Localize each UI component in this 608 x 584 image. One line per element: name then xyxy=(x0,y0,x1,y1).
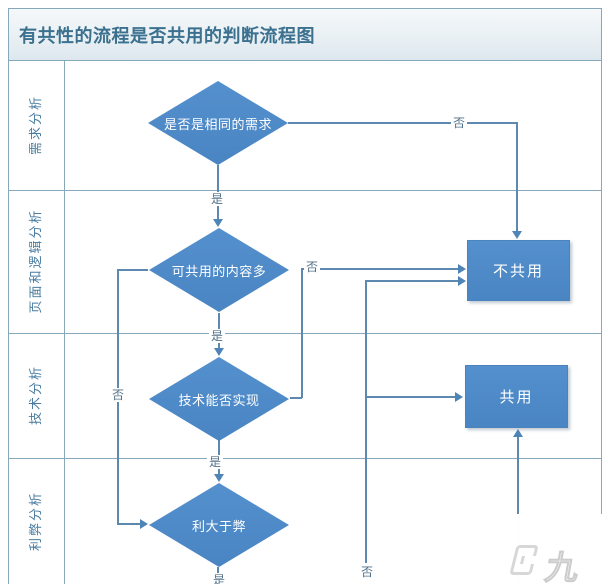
edge-label-no-2: 否 xyxy=(110,388,127,402)
arrowhead-d2-to-d3 xyxy=(214,348,224,356)
result-not-shared-label: 不共用 xyxy=(492,263,544,280)
lane-divider-1 xyxy=(8,190,602,191)
edge-label-no-1: 否 xyxy=(451,116,468,130)
connector-d4-no-horizontal xyxy=(365,280,458,282)
connector-d4-no-vertical xyxy=(365,281,367,563)
connector-d1-no-horizontal xyxy=(288,122,518,124)
edge-label-yes-3: 是 xyxy=(207,455,224,469)
arrowhead-into-notshared-top xyxy=(512,231,522,239)
decision-pros-outweigh-cons-label: 利大于弊 xyxy=(191,518,246,534)
edge-label-no-4: 否 xyxy=(359,565,376,579)
decision-shareable-content-label: 可共用的内容多 xyxy=(171,263,267,279)
lane-divider-2 xyxy=(8,333,602,334)
diagram-title: 有共性的流程是否共用的判断流程图 xyxy=(19,25,315,46)
arrowhead-into-notshared-left-2 xyxy=(458,276,466,286)
connector-d1-no-vertical xyxy=(516,122,518,231)
lane-label-page-logic-analysis: 页面和逻辑分析 xyxy=(28,208,43,314)
lane-label-separator xyxy=(64,61,65,584)
lane-label-pros-cons-analysis: 利弊分析 xyxy=(28,491,43,552)
arrowhead-d3-to-d4 xyxy=(214,474,224,482)
title-bar: 有共性的流程是否共用的判断流程图 xyxy=(8,8,602,61)
arrowhead-into-shared-left xyxy=(455,392,463,402)
arrowhead-d1-to-d2 xyxy=(213,219,223,227)
connector-d3-no-stub xyxy=(290,397,302,399)
connector-into-shared-left xyxy=(365,396,455,398)
decision-same-requirement-label: 是否是相同的需求 xyxy=(163,116,272,132)
result-not-shared: 不共用 xyxy=(467,240,570,301)
edge-label-no-3: 否 xyxy=(304,260,321,274)
edge-label-yes-2: 是 xyxy=(209,329,226,343)
arrowhead-into-shared-bottom xyxy=(513,429,523,437)
result-shared-label: 共用 xyxy=(499,389,534,406)
edge-label-yes-4: 是 xyxy=(211,573,228,584)
connector-d3-no-vertical xyxy=(301,268,303,398)
arrowhead-into-notshared-left-1 xyxy=(458,264,466,274)
edge-label-yes-1: 是 xyxy=(209,192,226,206)
jiuyou-logo-notch xyxy=(520,556,537,564)
arrowhead-into-d4-left xyxy=(140,519,148,529)
connector-d2-left-horizontal xyxy=(118,269,148,271)
result-shared: 共用 xyxy=(465,365,568,428)
watermark-fade-overlay xyxy=(398,514,608,584)
connector-d3-no-horizontal xyxy=(301,268,458,270)
connector-into-shared-bottom xyxy=(517,436,519,584)
connector-into-d4-horizontal xyxy=(117,523,140,525)
decision-tech-feasible-label: 技术能否实现 xyxy=(178,392,260,408)
lane-divider-3 xyxy=(8,458,602,459)
lane-label-requirement-analysis: 需求分析 xyxy=(28,95,43,156)
